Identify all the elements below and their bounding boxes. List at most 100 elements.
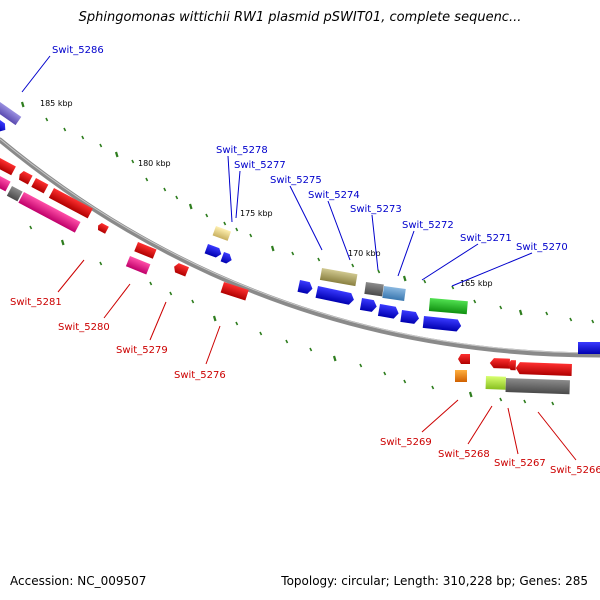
scale-tick	[451, 285, 455, 290]
scale-tick	[60, 239, 65, 246]
gene-forward-glyph	[315, 286, 354, 305]
scale-tick	[523, 399, 527, 404]
scale-tick	[431, 385, 435, 390]
forward-leader-line	[327, 200, 351, 261]
scale-tick	[212, 315, 217, 322]
reverse-leader-line	[537, 411, 577, 461]
forward-leader-line	[421, 243, 479, 281]
reverse-gene-label: Swit_5266	[550, 465, 600, 476]
gene-reverse-glyph	[507, 360, 516, 371]
scale-tick	[99, 143, 103, 148]
reverse-leader-line	[149, 301, 167, 341]
gene-pink-glyph	[18, 192, 81, 233]
accession-text: Accession: NC_009507	[10, 574, 147, 588]
reverse-gene-label: Swit_5269	[380, 437, 432, 448]
scale-tick	[309, 347, 313, 352]
scale-tick	[270, 245, 275, 252]
gene-reverse-glyph	[174, 263, 189, 277]
scale-tick	[403, 379, 407, 384]
scale-tick	[20, 101, 25, 108]
scale-label: 170 kbp	[348, 249, 381, 258]
scale-tick	[149, 281, 153, 286]
gene-forward-glyph	[0, 120, 6, 132]
gene-reverse-glyph	[134, 242, 157, 259]
gene-reverse-glyph	[0, 158, 16, 176]
gene-lime-glyph	[485, 376, 506, 390]
reverse-gene-label: Swit_5279	[116, 345, 168, 356]
gene-reverse-glyph	[0, 176, 11, 192]
scale-tick	[163, 187, 167, 192]
scale-tick	[359, 363, 363, 368]
scale-tick	[235, 227, 239, 232]
gene-reverse-glyph	[489, 358, 510, 369]
reverse-gene-label: Swit_5268	[438, 449, 490, 460]
gene-reverse-glyph	[458, 354, 470, 364]
scale-labels: 185 kbp 180 kbp 175 kbp 170 kbp 165 kbp	[40, 99, 493, 288]
label-leaders	[21, 55, 577, 461]
forward-gene-label: Swit_5272	[402, 220, 454, 231]
forward-gene-label: Swit_5270	[516, 242, 568, 253]
gene-forward-glyph	[204, 244, 222, 258]
forward-leader-line	[397, 230, 415, 277]
gene-grey-glyph	[364, 282, 384, 297]
scale-label: 175 kbp	[240, 209, 273, 218]
scale-tick	[591, 319, 595, 324]
reverse-leader-line	[421, 399, 459, 433]
scale-tick	[131, 159, 135, 164]
scale-tick	[188, 203, 193, 210]
forward-gene-label: Swit_5273	[350, 204, 402, 215]
map-title: Sphingomonas wittichii RW1 plasmid pSWIT…	[78, 10, 522, 25]
scale-tick	[145, 177, 149, 182]
scale-label: 185 kbp	[40, 99, 73, 108]
forward-leader-line	[21, 55, 51, 93]
gene-orange-glyph	[455, 370, 467, 382]
scale-tick	[205, 213, 209, 218]
scale-label: 180 kbp	[138, 159, 171, 168]
scale-tick	[545, 311, 549, 316]
scale-tick	[383, 371, 387, 376]
scale-tick	[259, 331, 263, 336]
gene-forward-glyph	[578, 342, 600, 354]
scale-tick	[377, 269, 381, 274]
gene-forward-glyph	[297, 280, 313, 294]
scale-tick	[235, 321, 239, 326]
reverse-leader-line	[103, 283, 131, 319]
forward-gene-label: Swit_5274	[308, 190, 360, 201]
gene-labels: Swit_5286Swit_5278Swit_5277Swit_5275Swit…	[10, 45, 600, 476]
scale-tick	[81, 135, 85, 140]
scale-tick	[551, 401, 555, 406]
forward-gene-label: Swit_5278	[216, 145, 268, 156]
gene-reverse-glyph	[220, 282, 249, 301]
forward-gene-label: Swit_5275	[270, 175, 322, 186]
scale-tick	[351, 263, 355, 268]
gene-swit-5286-glyph	[0, 102, 22, 126]
backbone-arc-highlight	[0, 138, 600, 354]
scale-tick	[291, 251, 295, 256]
gene-forward-glyph	[220, 252, 232, 264]
scale-tick	[332, 355, 337, 362]
forward-leader-line	[227, 155, 233, 223]
scale-tick	[249, 233, 253, 238]
scale-tick	[29, 225, 33, 230]
gene-olive-glyph	[319, 268, 358, 287]
gene-green-glyph	[428, 298, 468, 315]
scale-tick	[175, 195, 179, 200]
reverse-leader-line	[205, 325, 221, 365]
scale-tick	[499, 397, 503, 402]
scale-tick	[191, 299, 195, 304]
reverse-gene-label: Swit_5267	[494, 458, 546, 469]
genome-summary-text: Topology: circular; Length: 310,228 bp; …	[281, 574, 588, 588]
forward-gene-label: Swit_5277	[234, 160, 286, 171]
scale-tick	[114, 151, 119, 158]
reverse-gene-label: Swit_5276	[174, 370, 226, 381]
gene-reverse-glyph	[19, 170, 33, 185]
scale-tick	[285, 339, 289, 344]
reverse-gene-label: Swit_5280	[58, 322, 110, 333]
forward-gene-label: Swit_5286	[52, 45, 104, 56]
gene-reverse-glyph	[31, 178, 49, 194]
scale-label: 165 kbp	[460, 279, 493, 288]
gene-grey-glyph	[6, 186, 23, 202]
gene-forward-glyph	[422, 316, 462, 332]
scale-tick	[402, 275, 407, 282]
reverse-leader-line	[467, 405, 493, 445]
